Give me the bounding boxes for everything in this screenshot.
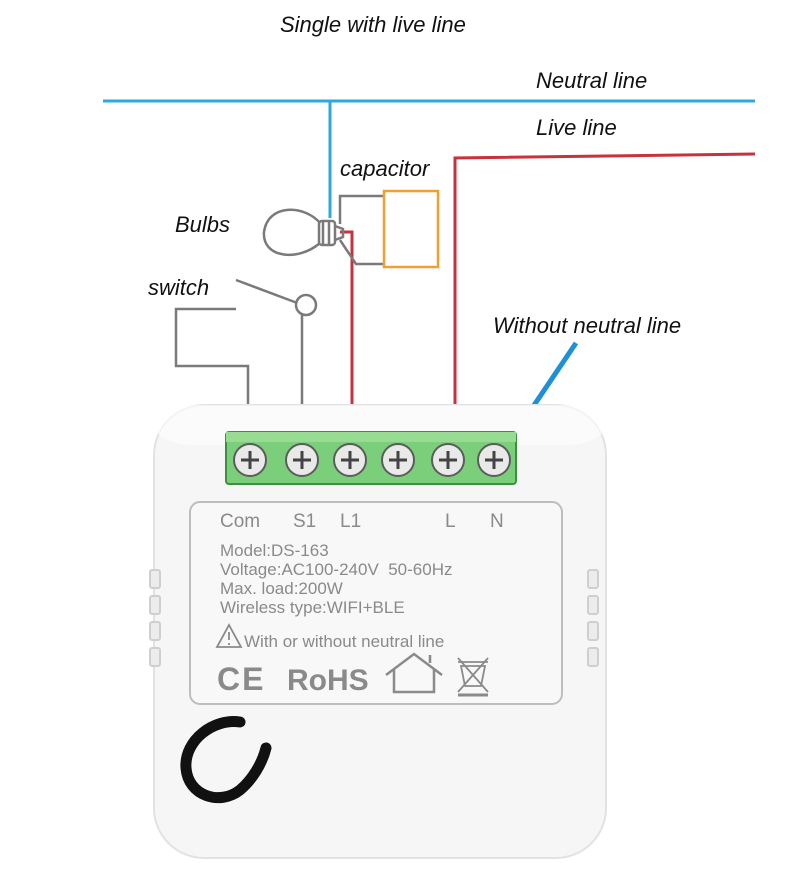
house-icon: [385, 652, 443, 694]
terminal-screw-1: [233, 443, 267, 477]
terminal-screw-4: [381, 443, 415, 477]
neutral-line-label: Neutral line: [536, 68, 647, 93]
label-plate: [189, 501, 563, 705]
capacitor-body: [382, 189, 440, 269]
switch-lever: [235, 278, 301, 306]
bulb-globe: [262, 208, 322, 257]
terminal-screw-2: [285, 443, 319, 477]
callout-label: Without neutral line: [493, 313, 681, 338]
terminal-label-l: L: [445, 511, 456, 532]
switch-contact: [294, 293, 318, 317]
neutral-line: [103, 99, 755, 218]
max-load-text: Max. load:200W: [220, 579, 343, 598]
terminal-screw-3: [333, 443, 367, 477]
diagram-title: Single with live line: [280, 12, 466, 37]
side-vents: [149, 569, 599, 667]
terminal-block: [225, 431, 517, 485]
terminal-screw-6: [477, 443, 511, 477]
capacitor: [338, 189, 440, 269]
switch-com-wire: [174, 307, 250, 460]
wall-switch: [174, 278, 318, 460]
bulb-base: [317, 219, 337, 247]
bulbs-label: Bulbs: [175, 212, 230, 237]
switch-label: switch: [148, 275, 209, 300]
capacitor-lead-bottom: [338, 239, 384, 266]
warning-triangle-icon: [215, 623, 243, 648]
capacitor-lead-top: [338, 194, 384, 224]
voltage-text: Voltage:AC100-240V 50-60Hz: [220, 560, 453, 579]
live-wire: [453, 152, 756, 460]
terminal-label-l1: L1: [340, 511, 361, 532]
warning-text: With or without neutral line: [244, 632, 444, 651]
bulb: [262, 208, 345, 257]
model-text: Model:DS-163: [220, 541, 329, 560]
terminal-label-n: N: [490, 511, 504, 532]
wireless-text: Wireless type:WIFI+BLE: [220, 598, 405, 617]
ce-mark: CE: [217, 661, 265, 697]
rohs-mark: RoHS: [287, 664, 369, 697]
capacitor-label: capacitor: [340, 156, 431, 181]
terminal-screw-5: [431, 443, 465, 477]
terminal-label-s1: S1: [293, 511, 316, 532]
hook-icon: [180, 716, 272, 804]
weee-bin-icon: [457, 657, 489, 697]
live-line-label: Live line: [536, 115, 617, 140]
terminal-label-com: Com: [220, 511, 260, 532]
smart-switch-module: Com S1 L1 L N Model:DS-163 Voltage:AC100…: [149, 404, 607, 859]
